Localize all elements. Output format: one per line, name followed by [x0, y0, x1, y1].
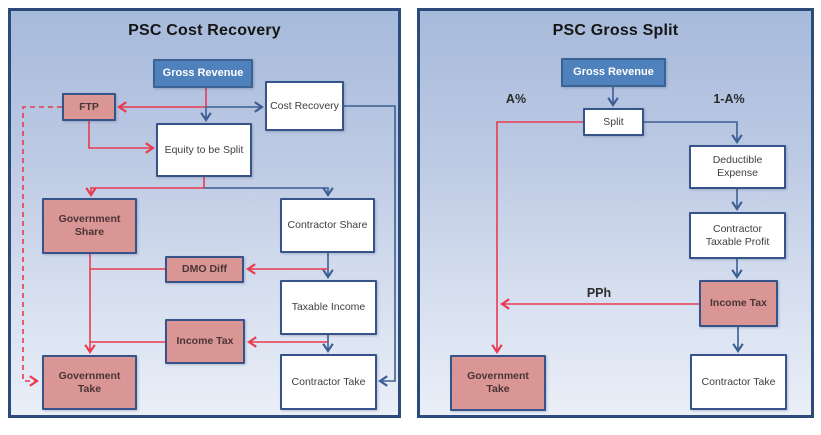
node-contractor-share: Contractor Share	[280, 198, 375, 253]
node-taxable-income: Taxable Income	[280, 280, 377, 335]
node-government-share: Government Share	[42, 198, 137, 254]
node-income-tax: Income Tax	[165, 319, 245, 364]
node-ftp: FTP	[62, 93, 116, 121]
node-contractor-take: Contractor Take	[280, 354, 377, 410]
node-gross-revenue: Gross Revenue	[561, 58, 666, 87]
node-dmo-diff: DMO Diff	[165, 256, 244, 283]
panel-title-cost-recovery: PSC Cost Recovery	[128, 22, 281, 39]
edge-equity-to-government-share	[85, 177, 205, 197]
edge-ftp-to-equity	[88, 121, 155, 154]
label-one-minus-a-percent: 1-A%	[713, 92, 745, 106]
node-income-tax: Income Tax	[699, 280, 778, 327]
edge-split-to-government-take	[491, 121, 583, 354]
edge-split-to-deductible-expense	[644, 121, 743, 144]
panel-psc-gross-split: PSC Gross Split	[417, 8, 814, 418]
label-a-percent: A%	[505, 92, 527, 106]
label-pph: PPh	[586, 286, 612, 300]
node-split: Split	[583, 108, 644, 136]
node-government-take: Government Take	[450, 355, 546, 411]
panel-title-gross-split: PSC Gross Split	[552, 22, 679, 39]
node-contractor-taxable-profit: Contractor Taxable Profit	[689, 212, 786, 259]
node-cost-recovery: Cost Recovery	[265, 81, 344, 131]
edge-gross-revenue-to-ftp	[117, 88, 207, 113]
node-contractor-take: Contractor Take	[690, 354, 787, 410]
edge-equity-to-contractor-share	[204, 187, 334, 197]
node-government-take: Government Take	[42, 355, 137, 410]
node-equity-to-be-split: Equity to be Split	[156, 123, 252, 177]
node-gross-revenue: Gross Revenue	[153, 59, 253, 88]
panel-psc-cost-recovery: PSC Cost Recovery	[8, 8, 401, 418]
node-deductible-expense: Deductible Expense	[689, 145, 786, 189]
